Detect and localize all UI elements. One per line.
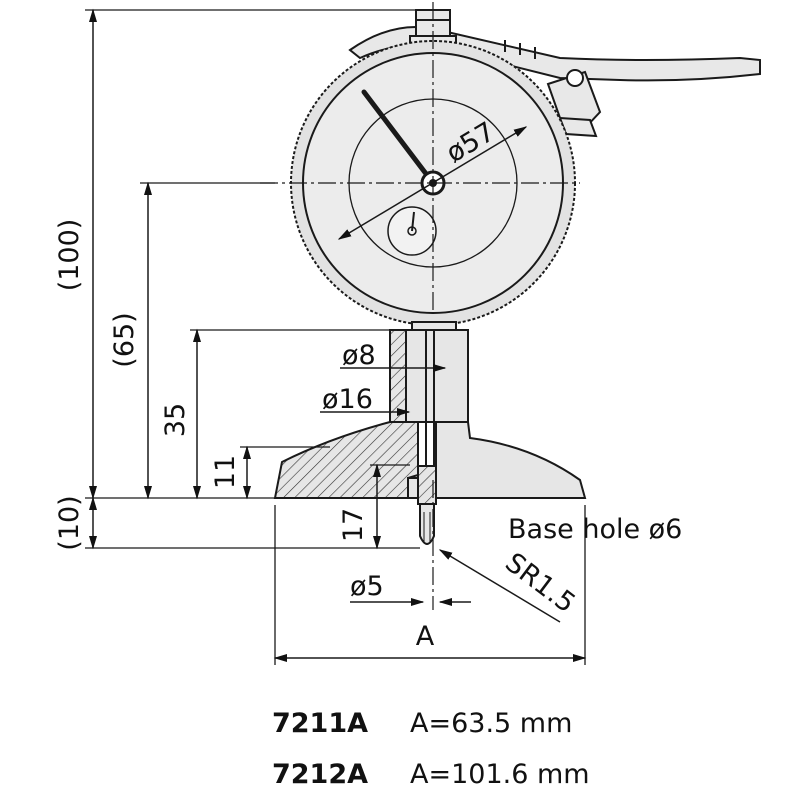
dim-contact-diameter: ø5 (350, 571, 384, 602)
dim-bottom-offset: (10) (54, 495, 85, 550)
dim-base-width: A (416, 621, 435, 652)
model-code: 7211A (272, 708, 368, 739)
contact-point (417, 465, 437, 545)
clamp-lever (348, 9, 761, 138)
dim-collar-diameter: ø16 (322, 384, 373, 415)
dim-stem-diameter: ø8 (342, 340, 376, 371)
dim-base-height: 11 (210, 455, 241, 489)
dim-probe-travel: 17 (338, 508, 369, 542)
dim-overall-height: (100) (54, 219, 85, 292)
dim-stem-height: 35 (160, 403, 191, 437)
model-table: 7211A A=63.5 mm 7212A A=101.6 mm (272, 708, 590, 790)
stem (389, 321, 469, 490)
base-hole-note: Base hole ø6 (508, 514, 682, 545)
model-spec: A=101.6 mm (410, 759, 590, 790)
extension-lines (85, 9, 586, 665)
dimension-lines (88, 8, 587, 663)
model-code: 7212A (272, 759, 368, 790)
dim-contact-radius: SR1.5 (499, 547, 581, 619)
model-spec: A=63.5 mm (410, 708, 572, 739)
dim-dial-center-height: (65) (109, 312, 140, 367)
